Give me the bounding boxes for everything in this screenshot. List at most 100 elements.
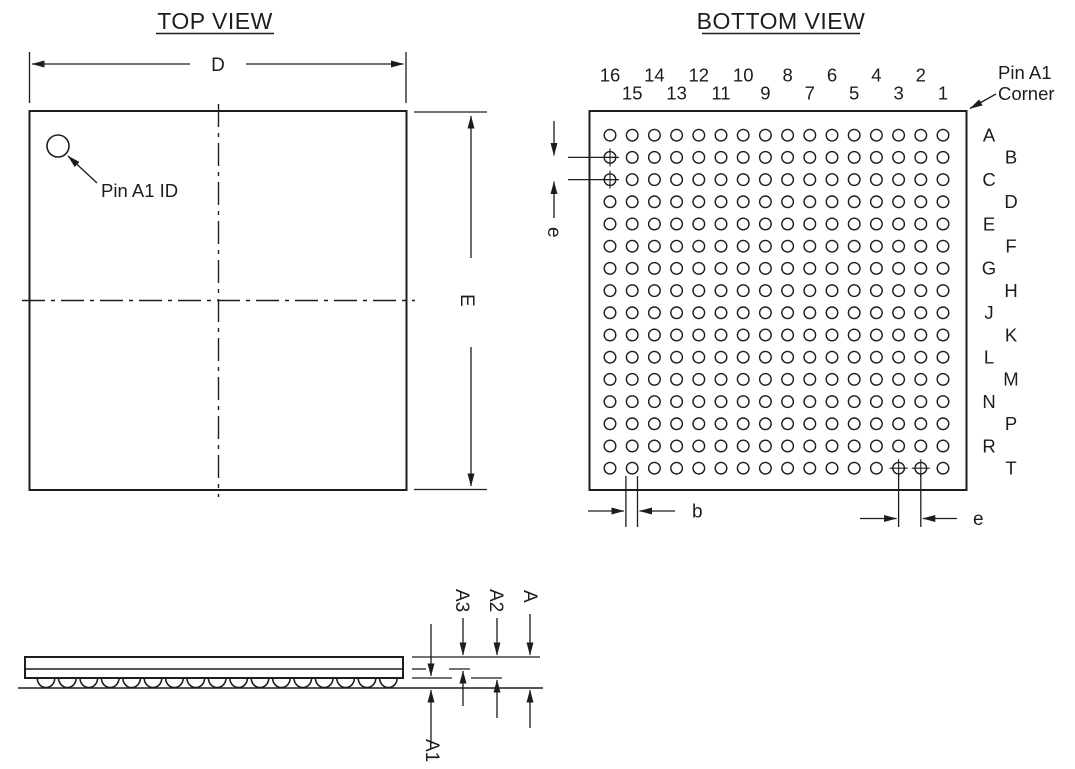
ball-pad [869, 261, 883, 275]
ball-pad [914, 150, 928, 164]
ball-pad [936, 439, 950, 453]
ball-pad [714, 239, 728, 253]
column-label: 9 [760, 83, 770, 104]
ball-pad [714, 173, 728, 187]
ball-pad [625, 150, 639, 164]
row-label: D [1004, 191, 1017, 212]
ball-pad [625, 261, 639, 275]
ball-pad [692, 439, 706, 453]
ball-pad [603, 328, 617, 342]
solder-ball-side [186, 677, 206, 689]
ball-pad [781, 461, 795, 475]
column-label: 6 [827, 65, 837, 86]
ball-pad [692, 173, 706, 187]
ball-pad [803, 350, 817, 364]
ball-pad [892, 261, 906, 275]
ball-pad [736, 395, 750, 409]
ball-pad [647, 173, 661, 187]
ball-pad [825, 461, 839, 475]
ball-pad [847, 439, 861, 453]
pin-a1-id-leader [67, 155, 98, 184]
dim-a2-label: A2 [485, 589, 506, 612]
dim-a-label: A [519, 590, 540, 603]
ball-pad [892, 195, 906, 209]
side-view: A1 A3 A2 A [18, 589, 543, 762]
ball-pad [670, 306, 684, 320]
ball-pad [603, 128, 617, 142]
ball-pad [825, 128, 839, 142]
ball-pad [847, 306, 861, 320]
ball-pad [736, 284, 750, 298]
ball-pad [892, 173, 906, 187]
row-label: C [982, 169, 995, 190]
ball-pad [892, 239, 906, 253]
solder-ball-side [79, 677, 99, 689]
ball-pad [869, 217, 883, 231]
ball-pad [847, 350, 861, 364]
ball-pad [914, 439, 928, 453]
ball-pad [781, 261, 795, 275]
ball-pad [625, 395, 639, 409]
ball-pad [647, 306, 661, 320]
ball-pad [670, 261, 684, 275]
ball-pad [936, 350, 950, 364]
column-label: 14 [644, 65, 665, 86]
ball-pad [825, 350, 839, 364]
ball-pad [625, 306, 639, 320]
solder-ball-side [357, 677, 377, 689]
ball-pad [625, 217, 639, 231]
ball-pad [625, 128, 639, 142]
ball-pad [892, 328, 906, 342]
ball-pad [625, 328, 639, 342]
dim-d-label: D [211, 55, 225, 76]
ball-pad [781, 439, 795, 453]
ball-pad [647, 150, 661, 164]
ball-pad [714, 328, 728, 342]
dim-b-label: b [692, 502, 703, 523]
ball-pad [714, 395, 728, 409]
ball-pad [781, 306, 795, 320]
solder-ball-side [271, 677, 292, 689]
top-view: TOP VIEW Pin A1 ID D E [22, 8, 487, 497]
ball-pad [736, 173, 750, 187]
ball-pad [647, 195, 661, 209]
ball-pad [670, 461, 684, 475]
ball-pad [914, 217, 928, 231]
ball-pad [847, 328, 861, 342]
row-label: B [1005, 147, 1017, 168]
ball-pad [736, 350, 750, 364]
ball-pad [914, 417, 928, 431]
ball-pad [914, 173, 928, 187]
ball-pad [670, 195, 684, 209]
ball-pad [936, 261, 950, 275]
solder-ball-side [121, 677, 142, 689]
ball-pad [781, 128, 795, 142]
ball-pad [714, 150, 728, 164]
ball-pad [714, 284, 728, 298]
ball-pad [758, 461, 772, 475]
ball-pad [914, 239, 928, 253]
ball-pad [670, 239, 684, 253]
ball-grid [601, 128, 950, 478]
solder-ball-side [228, 677, 249, 689]
ball-pad [847, 217, 861, 231]
ball-pad [936, 284, 950, 298]
pin-a1-id-circle [46, 134, 70, 158]
ball-pad [936, 395, 950, 409]
top-view-title: TOP VIEW [157, 8, 273, 34]
ball-pad [714, 195, 728, 209]
ball-pad [736, 306, 750, 320]
ball-pad [825, 239, 839, 253]
ball-pad [803, 417, 817, 431]
ball-pad [692, 306, 706, 320]
ball-pad [603, 217, 617, 231]
column-label: 2 [916, 65, 926, 86]
ball-pad [781, 173, 795, 187]
ball-pad [670, 417, 684, 431]
ball-pad [625, 195, 639, 209]
row-label: H [1004, 280, 1017, 301]
ball-pad [847, 195, 861, 209]
pin-a1-corner-label-line2: Corner [998, 83, 1055, 104]
